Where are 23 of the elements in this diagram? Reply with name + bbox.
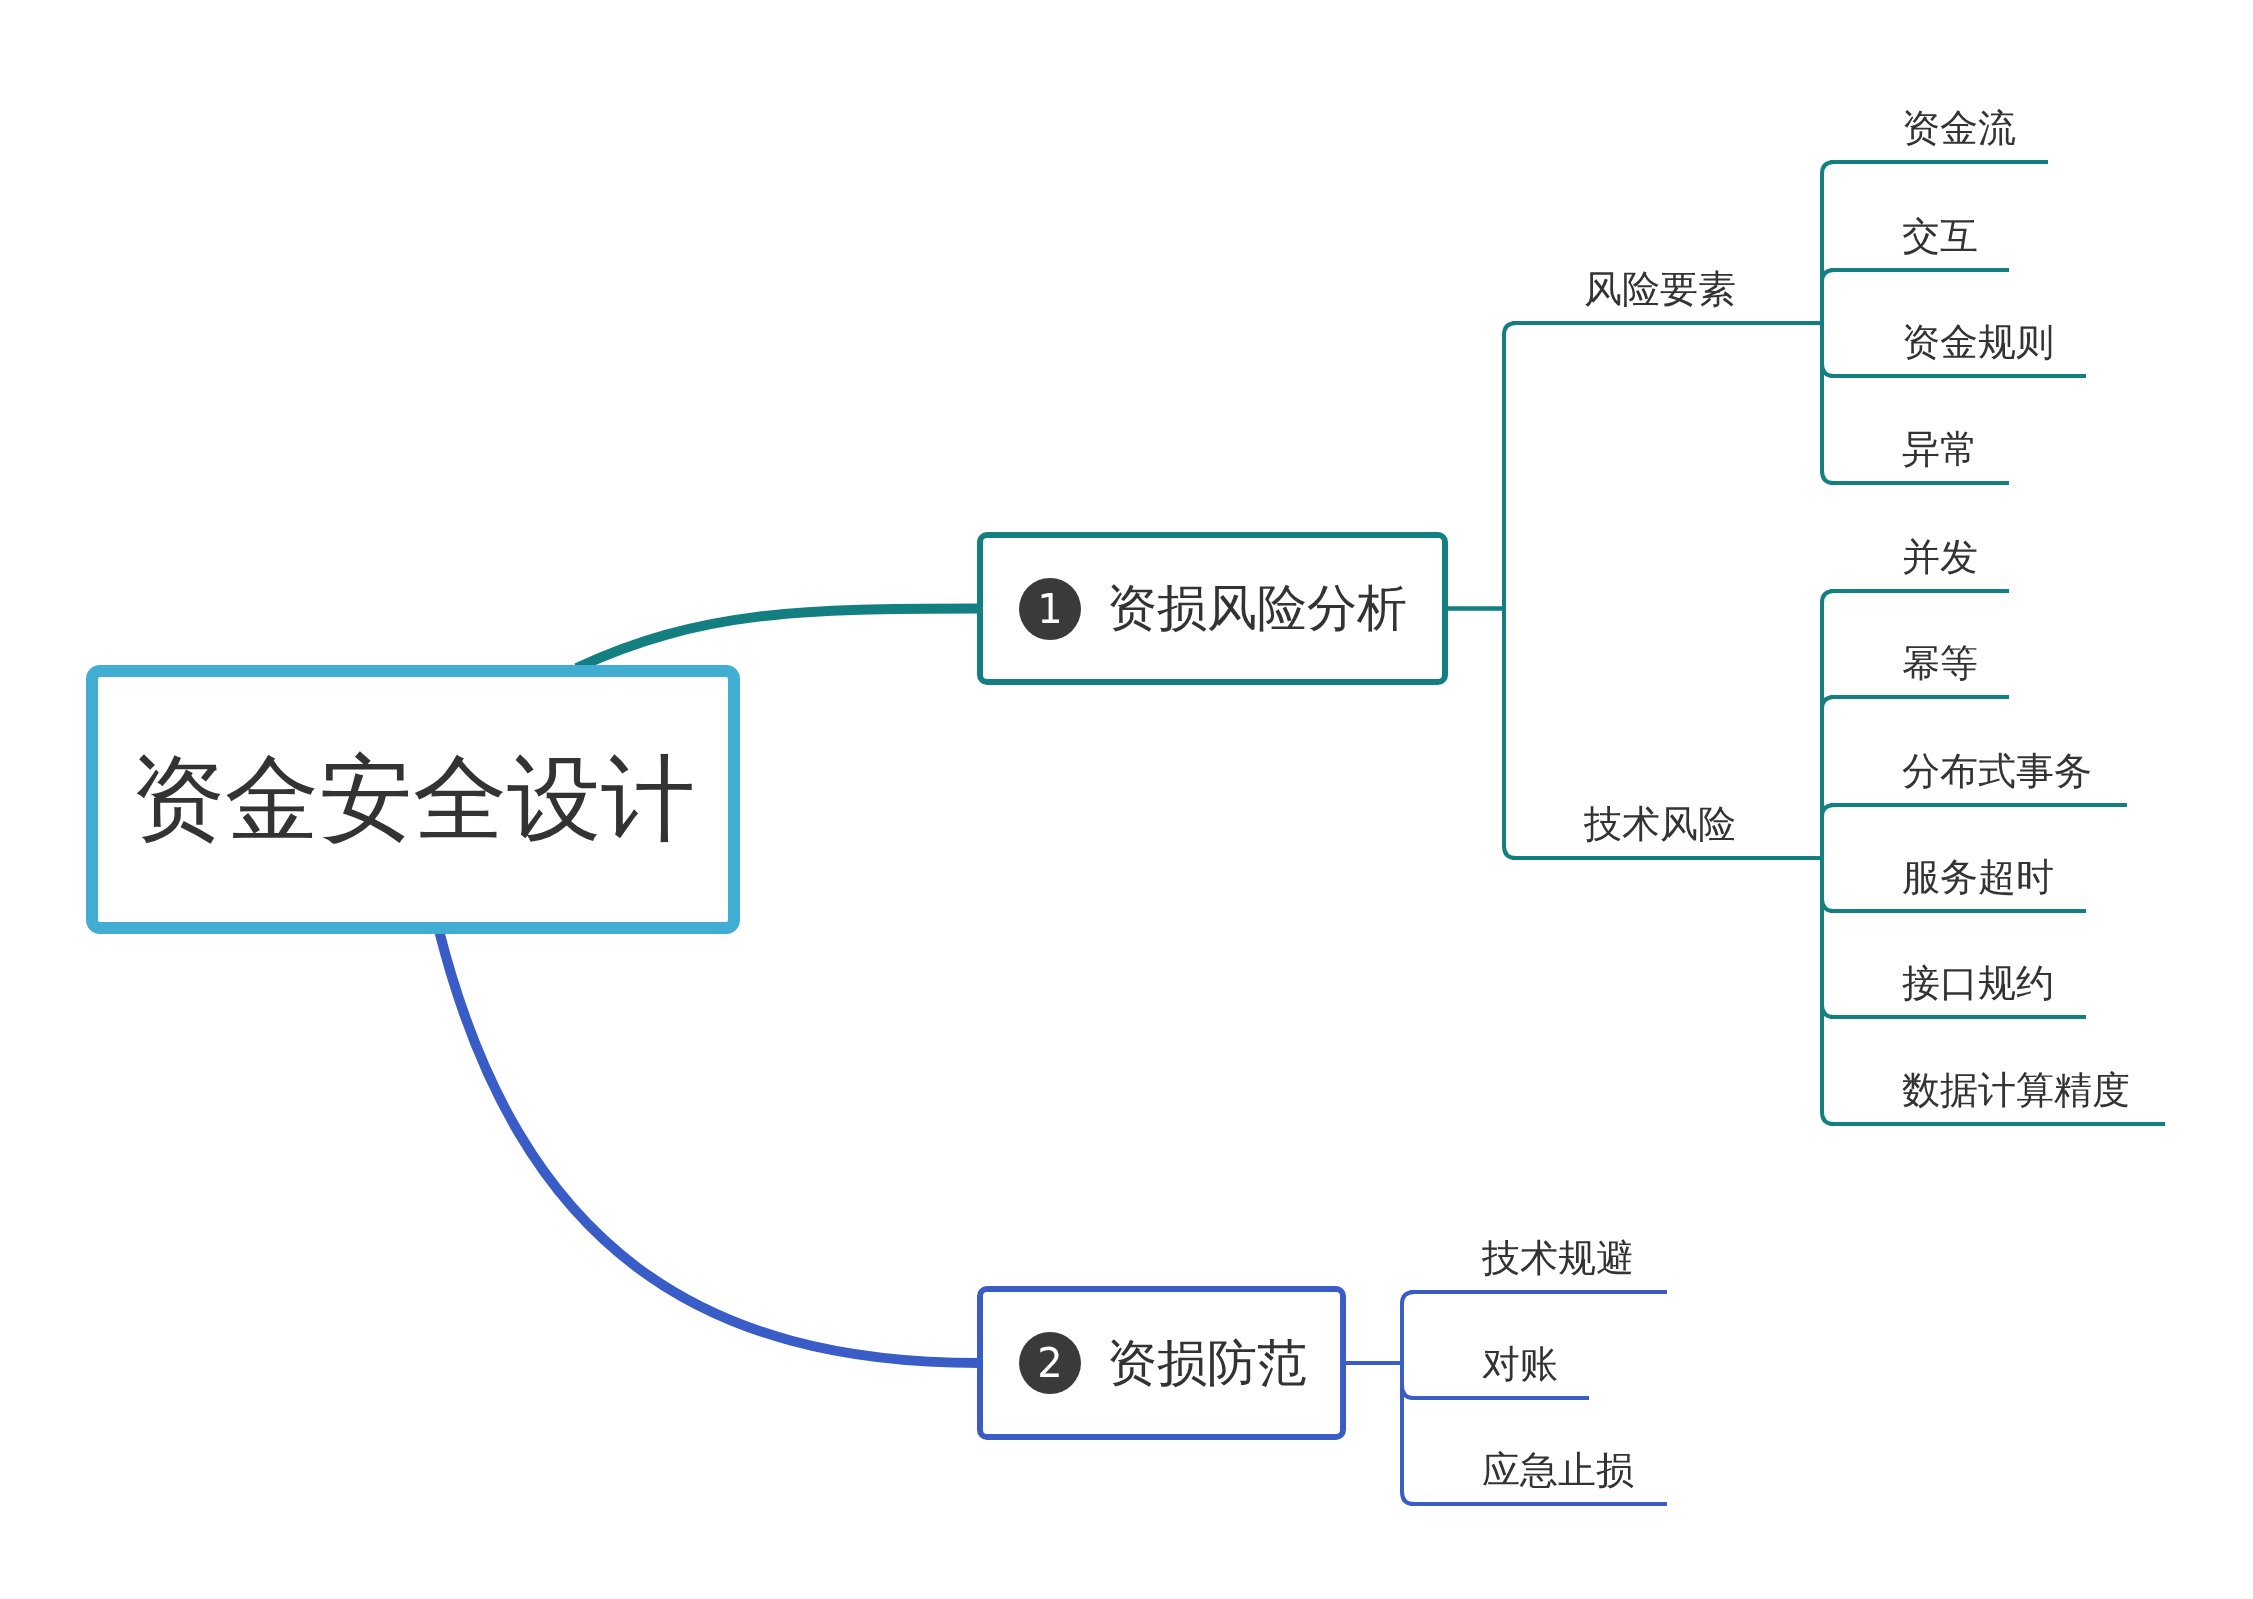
topic-text: 接口规约 xyxy=(1902,963,2054,1005)
topic-text: 技术规避 xyxy=(1482,1238,1634,1280)
topic-text: 资金安全设计 xyxy=(131,743,695,855)
topic-box xyxy=(977,1286,1346,1440)
number-badge: 2 xyxy=(1019,1332,1081,1394)
topic-text: 异常 xyxy=(1902,429,1978,471)
topic-text: 数据计算精度 xyxy=(1902,1070,2130,1112)
topic-text: 应急止损 xyxy=(1482,1450,1634,1492)
topic-text: 风险要素 xyxy=(1584,269,1736,311)
topic-text: 资损风险分析 xyxy=(1107,578,1407,639)
topic-text: 对账 xyxy=(1482,1344,1558,1386)
topic-text: 服务超时 xyxy=(1902,857,2054,899)
topic-text: 分布式事务 xyxy=(1902,751,2092,793)
number-badge: 1 xyxy=(1019,577,1081,640)
central-topic-box xyxy=(86,665,740,934)
topic-text: 交互 xyxy=(1902,216,1978,258)
topic-text: 资金规则 xyxy=(1902,322,2054,364)
topic-text: 资金流 xyxy=(1902,108,2016,150)
topic-text: 幂等 xyxy=(1902,643,1978,685)
topic-box xyxy=(977,532,1448,685)
topic-text: 技术风险 xyxy=(1584,804,1736,846)
topic-text: 资损防范 xyxy=(1107,1332,1307,1394)
topic-text: 并发 xyxy=(1902,537,1978,579)
